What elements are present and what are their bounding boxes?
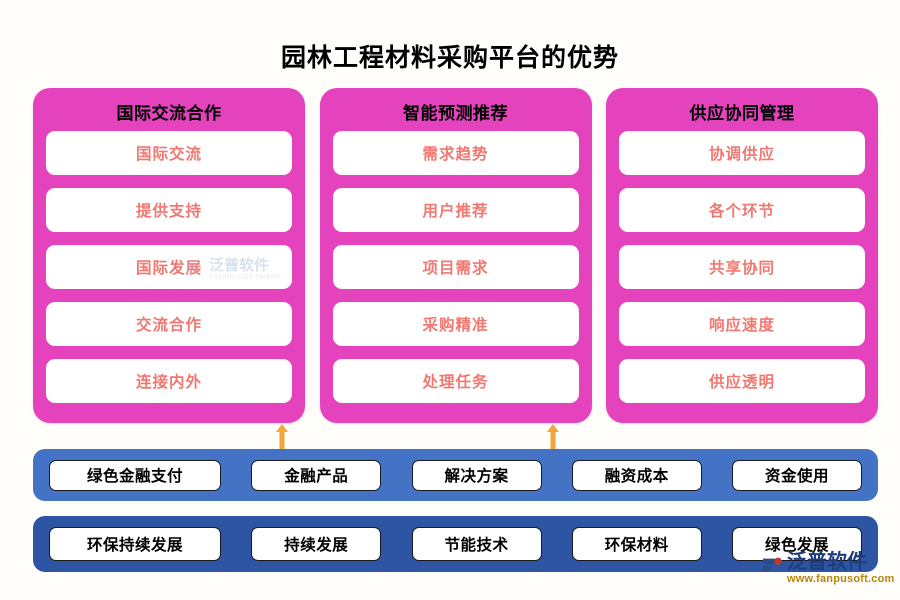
pink-card[interactable]: 连接内外 (46, 359, 292, 403)
page-title: 园林工程材料采购平台的优势 (280, 44, 619, 72)
finance-bar-items: 绿色金融支付 金融产品 解决方案 融资成本 资金使用 (49, 459, 862, 491)
pink-column-2[interactable]: 智能预测推荐 需求趋势 用户推荐 项目需求 采购精准 处理任务 (319, 88, 592, 423)
finance-card[interactable]: 绿色金融支付 (49, 459, 221, 491)
double-arrow-left-icon (275, 424, 289, 460)
green-card[interactable]: 持续发展 (251, 527, 382, 561)
pink-column-3-title: 供应协同管理 (689, 104, 795, 123)
green-bar: 环保持续发展 持续发展 节能技术 环保材料 绿色发展 (33, 516, 878, 572)
pink-card[interactable]: 交流合作 (46, 302, 292, 346)
pink-card[interactable]: 供应透明 (619, 359, 865, 403)
pink-card[interactable]: 项目需求 (332, 245, 579, 289)
pink-column-1[interactable]: 国际交流合作 国际交流 提供支持 国际发展 交流合作 连接内外 (33, 88, 305, 423)
green-card[interactable]: 节能技术 (411, 527, 542, 561)
pink-column-2-items: 需求趋势 用户推荐 项目需求 采购精准 处理任务 (332, 131, 579, 411)
pink-card[interactable]: 提供支持 (46, 188, 292, 232)
pink-card[interactable]: 国际发展 (46, 245, 292, 289)
green-card[interactable]: 环保持续发展 (49, 527, 221, 561)
finance-card[interactable]: 资金使用 (732, 459, 862, 491)
pink-card[interactable]: 协调供应 (619, 131, 865, 175)
pink-card[interactable]: 共享协同 (619, 245, 865, 289)
pink-card[interactable]: 采购精准 (332, 302, 579, 346)
finance-card[interactable]: 解决方案 (411, 459, 542, 491)
pink-columns-group: 国际交流合作 国际交流 提供支持 国际发展 交流合作 连接内外 智能预测推荐 需… (33, 88, 878, 423)
pink-card[interactable]: 用户推荐 (332, 188, 579, 232)
finance-card[interactable]: 金融产品 (251, 459, 382, 491)
pink-card[interactable]: 国际交流 (46, 131, 292, 175)
pink-card[interactable]: 需求趋势 (332, 131, 579, 175)
finance-card[interactable]: 融资成本 (571, 459, 702, 491)
watermark-bottom-right-url: www.fanpusoft.com (787, 573, 895, 585)
pink-card[interactable]: 响应速度 (619, 302, 865, 346)
pink-column-3-items: 协调供应 各个环节 共享协同 响应速度 供应透明 (619, 131, 865, 411)
pink-card[interactable]: 处理任务 (332, 359, 579, 403)
double-arrow-right-icon (546, 424, 560, 460)
green-card[interactable]: 绿色发展 (732, 527, 862, 561)
pink-column-3[interactable]: 供应协同管理 协调供应 各个环节 共享协同 响应速度 供应透明 (606, 88, 878, 423)
finance-bar: 绿色金融支付 金融产品 解决方案 融资成本 资金使用 (33, 449, 878, 501)
pink-column-1-items: 国际交流 提供支持 国际发展 交流合作 连接内外 (46, 131, 292, 411)
pink-column-1-title: 国际交流合作 (116, 104, 222, 123)
pink-card[interactable]: 各个环节 (619, 188, 865, 232)
pink-column-2-title: 智能预测推荐 (403, 104, 508, 123)
green-bar-items: 环保持续发展 持续发展 节能技术 环保材料 绿色发展 (49, 527, 862, 561)
green-card[interactable]: 环保材料 (571, 527, 702, 561)
